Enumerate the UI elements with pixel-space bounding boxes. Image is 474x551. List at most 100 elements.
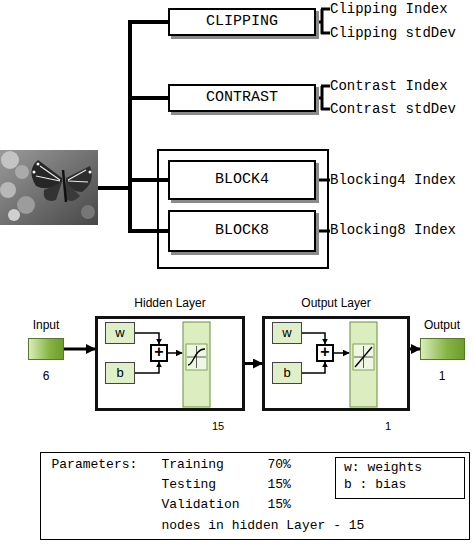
output-label: Blocking8 Index [330, 222, 456, 239]
output-wires [316, 9, 330, 231]
node-label: Input [16, 318, 76, 332]
process-box: BLOCK8 [168, 210, 316, 252]
output-label: Clipping stdDev [330, 25, 456, 42]
tansig-panel [186, 344, 207, 370]
node-label: 15% [268, 477, 318, 493]
butterfly-photo [31, 160, 62, 188]
output-label: Contrast Index [330, 78, 448, 95]
tansig-panel [183, 322, 210, 407]
weight-box: w [272, 322, 302, 344]
connector-arrow [64, 348, 95, 351]
connector-arrow [245, 362, 262, 365]
node-label: 6 [16, 369, 76, 383]
butterfly-photo [1, 151, 19, 169]
node-label: w [105, 325, 135, 341]
sum-to-transfer-wire [334, 352, 349, 354]
node-label: 1 [368, 420, 408, 433]
purelin-panel [350, 322, 377, 407]
node-label: Output Layer [262, 296, 410, 310]
output-label: Clipping Index [330, 1, 448, 18]
node-label: w: weights [344, 460, 459, 476]
bias-box: b [272, 362, 302, 384]
output-wires [321, 108, 330, 111]
connector-arrow [302, 362, 325, 373]
output-wires [321, 32, 330, 35]
layer-box: Hidden Layer15wb+ [95, 316, 245, 411]
node-label: 1 [412, 369, 472, 383]
output-wires [321, 8, 330, 11]
connector-arrow [135, 362, 159, 373]
output-block: Output1 [420, 338, 465, 360]
input-bus [128, 20, 168, 24]
node-label: w [272, 325, 302, 341]
node-label: + [150, 342, 168, 361]
process-box: BLOCK4 [168, 160, 316, 200]
node-label: b [105, 365, 135, 381]
block-group-frame [158, 150, 328, 268]
output-label: Blocking4 Index [330, 172, 456, 189]
node-label: Hidden Layer [95, 296, 245, 310]
bias-box: b [105, 362, 135, 384]
parameter-panel: Parameters: Training 70% Testing 15% Validati… [40, 452, 470, 540]
butterfly-photo [36, 166, 88, 182]
input-bus [128, 20, 132, 233]
input-bus [128, 96, 168, 100]
layer-box: Output Layer1wb+ [262, 316, 410, 411]
node-label: Validation [162, 497, 262, 513]
tansig-panel [196, 346, 197, 368]
connector-arrow [410, 348, 420, 351]
input-block: Input6 [28, 338, 64, 360]
purelin-panel [350, 322, 377, 407]
connector-arrow [302, 333, 325, 344]
purelin-panel [353, 344, 374, 370]
input-bus [128, 178, 168, 182]
butterfly-photo [81, 205, 95, 219]
process-box: CLIPPING [168, 8, 316, 36]
key-box: w: weightsb : bias [335, 457, 465, 499]
node-label: b [272, 365, 302, 381]
input-bus [128, 229, 168, 233]
weight-box: w [105, 322, 135, 344]
node-label: Testing [162, 477, 262, 493]
output-wires [316, 179, 330, 182]
sum-box: + [316, 344, 334, 362]
node-label: CLIPPING [168, 13, 316, 31]
sum-box: + [150, 344, 168, 362]
node-label: BLOCK4 [168, 171, 316, 189]
node-label: 15 [198, 420, 238, 433]
sum-to-transfer-wire [168, 352, 182, 354]
output-wires [321, 9, 324, 34]
node-label: CONTRAST [168, 89, 316, 107]
node-label: Parameters: [52, 457, 157, 473]
node-label: + [316, 342, 334, 361]
block-group-frame [158, 150, 328, 268]
node-label: nodes in hidden Layer - 15 [162, 518, 402, 534]
node-label: BLOCK8 [168, 222, 316, 240]
input-bus [98, 186, 130, 190]
purelin-panel [355, 347, 372, 367]
butterfly-photo [63, 170, 66, 202]
node-label: 70% [268, 457, 318, 473]
butterfly-photo [89, 171, 92, 174]
node-label: Training [162, 457, 262, 473]
output-label: Contrast stdDev [330, 101, 456, 118]
node-label: Output [412, 318, 472, 332]
butterfly-photo [37, 163, 40, 166]
connector-arrow [135, 333, 159, 344]
process-box: CONTRAST [168, 84, 316, 112]
butterfly-photo [8, 209, 20, 221]
output-wires [316, 230, 330, 233]
butterfly-photo [0, 182, 16, 198]
tansig-panel [188, 349, 205, 365]
output-wires [321, 85, 330, 88]
node-label: b : bias [344, 477, 459, 493]
tansig-panel [183, 322, 210, 407]
output-wires [321, 86, 324, 110]
butterfly-photo [44, 182, 62, 201]
butterfly-photo [15, 165, 29, 179]
butterfly-photo [0, 150, 98, 225]
butterfly-photo [0, 150, 98, 225]
node-label: 15% [268, 497, 318, 513]
butterfly-photo [33, 171, 36, 174]
